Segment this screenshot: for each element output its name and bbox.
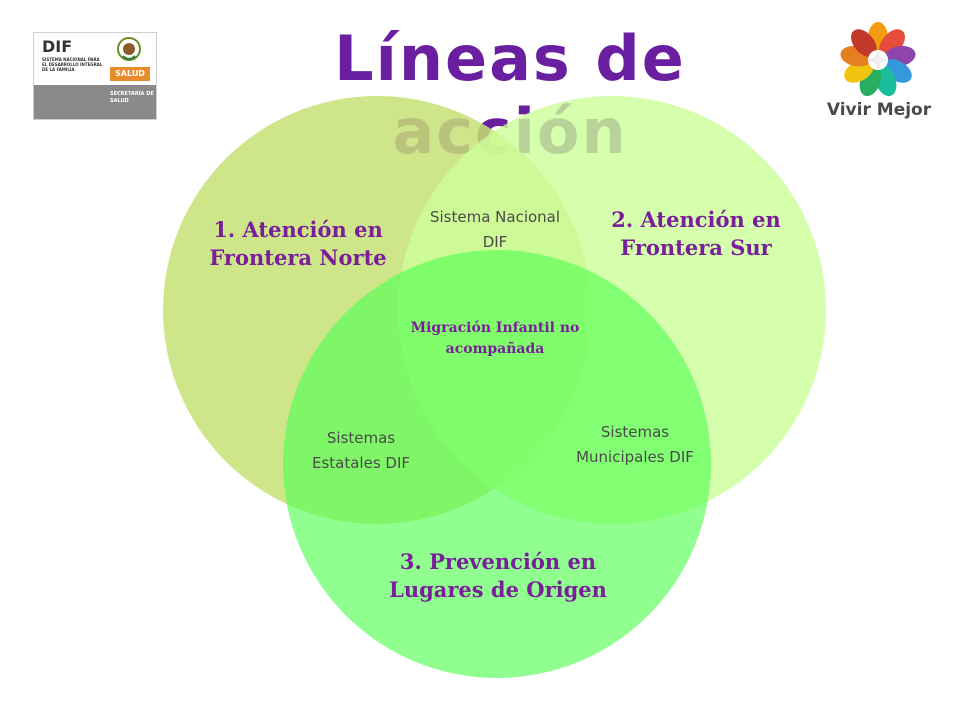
mexico-seal-icon [117,37,141,61]
label-migracion-infantil: Migración Infantil no acompañada [410,320,580,357]
label-lugares-origen: 3. Prevención en Lugares de Origen [389,549,607,602]
flower-icon [840,22,916,97]
secretaria-text: SECRETARÍA DE SALUD [110,91,154,104]
label-sistemas-municipales: Sistemas Municipales DIF [576,423,694,466]
dif-salud-logo: DIF SISTEMA NACIONAL PARA EL DESARROLLO … [33,32,157,120]
label-frontera-sur: 2. Atención en Frontera Sur [611,207,781,260]
dif-logo-subtitle: SISTEMA NACIONAL PARA EL DESARROLLO INTE… [42,57,103,72]
vivir-mejor-logo: Vivir Mejor [818,20,938,125]
circle-lugares-origen [283,250,711,678]
dif-logo-text: DIF [42,37,73,56]
label-sistema-nacional: Sistema Nacional DIF [429,208,561,251]
label-sistemas-estatales: Sistemas Estatales DIF [311,429,411,472]
salud-badge: SALUD [110,67,150,81]
label-frontera-norte: 1. Atención en Frontera Norte [209,217,387,270]
vivir-mejor-text: Vivir Mejor [826,100,932,120]
logo-bottom-band [34,85,156,119]
